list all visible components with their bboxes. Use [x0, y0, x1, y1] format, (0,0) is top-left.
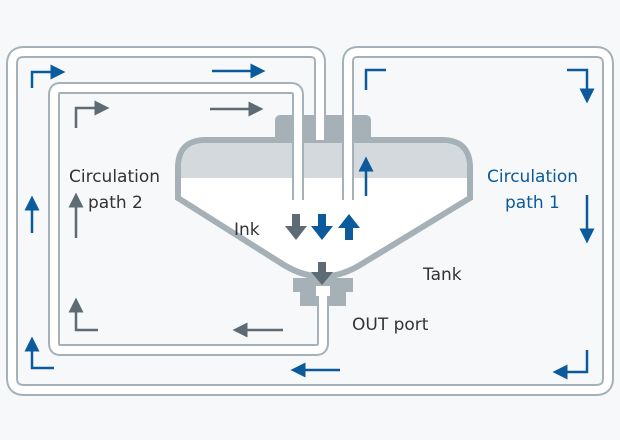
- circulation-path-2-pipe: [48, 82, 329, 356]
- arrow-icon: [311, 214, 333, 240]
- circulation-path-1-pipe: [6, 46, 614, 396]
- circulation-path-2-label-line1: Circulation: [69, 167, 160, 187]
- corner-arrow-icon: [567, 68, 595, 104]
- ink-label: Ink: [234, 220, 260, 240]
- circulation-path-1-label-line1: Circulation: [487, 167, 578, 187]
- tank-label: Tank: [422, 265, 462, 285]
- arrow-icon: [285, 214, 307, 240]
- corner-arrow-icon: [24, 336, 54, 370]
- circulation-path-2-label-line2: path 2: [88, 193, 143, 213]
- path-2-arrows: [68, 100, 283, 338]
- corner-arrow-icon: [30, 64, 66, 88]
- out-port-label: OUT port: [352, 315, 429, 335]
- arrow-icon: [338, 214, 360, 240]
- arrow-icon: [311, 262, 333, 285]
- circulation-path-1-label-line2: path 1: [505, 193, 560, 213]
- corner-arrow-icon: [74, 100, 110, 128]
- tank: [175, 115, 473, 306]
- tank-headspace: [181, 143, 467, 178]
- corner-arrow-icon: [68, 297, 98, 332]
- out-port-body: [293, 278, 353, 292]
- corner-arrow-icon: [552, 350, 589, 380]
- path-1-arrows: [24, 63, 595, 380]
- corner-arrow-icon: [364, 68, 386, 90]
